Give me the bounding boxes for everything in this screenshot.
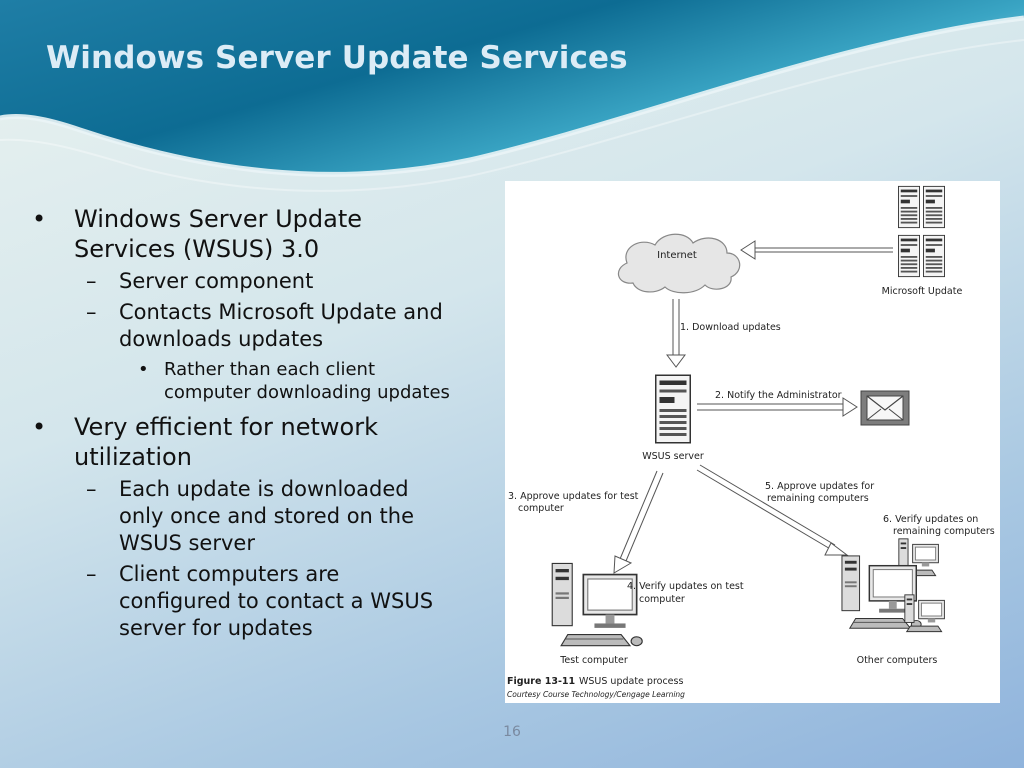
dash-mark: – <box>86 300 97 324</box>
bullet-item: • Very efficient for network utilization <box>32 413 378 471</box>
step-1-label: 1. Download updates <box>680 322 781 333</box>
internet-label: Internet <box>657 250 697 261</box>
arrow-approve-test <box>613 470 664 574</box>
step-4-label-line1: 4. Verify updates on test <box>627 581 744 592</box>
step-3-label-line1: 3. Approve updates for test <box>508 491 639 502</box>
bullet-item: – Contacts Microsoft Update and download… <box>86 300 443 351</box>
figure-caption-number: Figure 13-11 <box>507 676 575 687</box>
bullet-item: – Client computers are configured to con… <box>86 562 434 640</box>
desktop-computer-icon <box>551 562 644 647</box>
step-3-label-line2: computer <box>518 503 564 514</box>
bullet-item: – Server component <box>86 269 314 293</box>
dash-mark: – <box>86 269 97 293</box>
bullet-mark: • <box>138 359 149 380</box>
step-5-label-line1: 5. Approve updates for <box>765 481 874 492</box>
wsus-diagram: Internet Microsoft Update 1. Dow <box>507 185 995 699</box>
arrow-download <box>666 299 686 368</box>
step-2-label: 2. Notify the Administrator <box>715 390 842 401</box>
envelope-icon <box>860 390 910 426</box>
test-computer-label: Test computer <box>559 655 628 666</box>
wsus-server-label: WSUS server <box>642 451 704 462</box>
bullet-mark: • <box>32 205 47 233</box>
arrow-to-internet <box>740 240 893 260</box>
figure-caption-text: WSUS update process <box>579 676 683 687</box>
wsus-diagram-figure: Internet Microsoft Update 1. Dow <box>505 181 1000 703</box>
step-5-label-line2: remaining computers <box>767 493 869 504</box>
cloud-icon <box>617 233 741 294</box>
figure-credit: Courtesy Course Technology/Cengage Learn… <box>507 690 685 699</box>
arrow-approve-remaining <box>696 464 849 556</box>
header-wave <box>0 0 1024 192</box>
microsoft-update-label: Microsoft Update <box>882 286 963 297</box>
server-tower-icon <box>655 374 691 444</box>
other-computers-label: Other computers <box>857 655 938 666</box>
bullet-item: • Rather than each client computer downl… <box>138 359 450 403</box>
slide-title: Windows Server Update Services <box>46 40 628 76</box>
step-6-label-line1: 6. Verify updates on <box>883 514 978 525</box>
desktop-computer-icon <box>841 538 945 633</box>
step-6-label-line2: remaining computers <box>893 526 995 537</box>
bullet-mark: • <box>32 413 47 441</box>
dash-mark: – <box>86 477 97 501</box>
bullet-item: – Each update is downloaded only once an… <box>86 477 414 555</box>
page-number: 16 <box>503 724 521 740</box>
arrow-notify <box>697 397 858 417</box>
dash-mark: – <box>86 562 97 586</box>
bullet-list: • Windows Server Update Services (WSUS) … <box>28 200 488 642</box>
bullet-item: • Windows Server Update Services (WSUS) … <box>32 205 363 263</box>
step-4-label-line2: computer <box>639 594 685 605</box>
server-rack-icon <box>898 185 945 278</box>
